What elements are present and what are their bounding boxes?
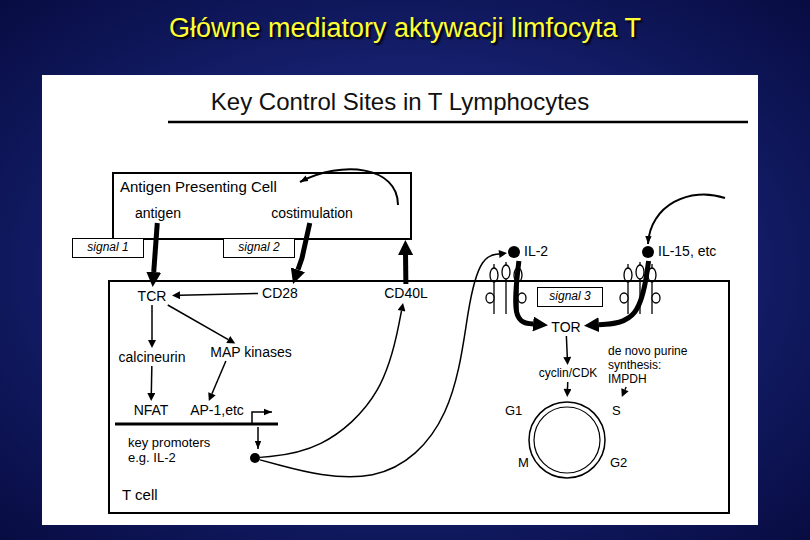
signal-arrow <box>180 294 258 296</box>
signal-arrow <box>516 261 533 324</box>
cytokine-dot <box>642 246 654 258</box>
receptor-label: CD40L <box>380 284 432 302</box>
pathway-label: de novo purine synthesis: IMPDH <box>606 345 700 387</box>
cycle-ring <box>534 407 600 473</box>
pathway-label: calcineurin <box>110 349 194 366</box>
il15-receptor <box>620 262 660 314</box>
node-text: Antigen Presenting Cell <box>120 178 277 195</box>
ligand-label: costimulation <box>262 203 362 223</box>
node-text: cyclin/CDK <box>539 367 598 381</box>
cell-box: Antigen Presenting Cell antigen costimulat… <box>112 172 412 240</box>
slide-title: Główne mediatory aktywacji limfocyta T <box>0 13 810 44</box>
node-text: IL-15, etc <box>658 243 716 259</box>
signal-box: signal 3 <box>537 287 603 307</box>
signal-arrow <box>151 305 153 340</box>
feedback-arrow <box>300 169 398 205</box>
pathway-label: TOR <box>548 318 584 336</box>
header-rule <box>168 121 748 124</box>
node-text: NFAT <box>134 402 169 418</box>
node-text: costimulation <box>271 205 353 221</box>
cytokine-dot <box>508 246 520 258</box>
signal-arrow <box>168 305 229 340</box>
phase-label: G2 <box>610 456 627 471</box>
node-text: calcineurin <box>119 349 186 365</box>
node-text: IL-2 <box>524 243 548 259</box>
ligand-label: antigen <box>126 203 190 223</box>
phase-label: G1 <box>505 404 522 419</box>
signal-arrow <box>260 311 402 458</box>
node-text: CD28 <box>262 285 298 301</box>
phase-label: M <box>518 456 529 471</box>
cell-cycle: G1 S M G2 <box>500 398 636 488</box>
node-text: signal 2 <box>238 241 279 255</box>
node-text: TCR <box>138 288 167 304</box>
signal-box: signal 1 <box>72 238 144 258</box>
signal-arrow <box>151 366 153 393</box>
signal-arrow <box>298 223 310 270</box>
node-text: antigen <box>135 205 181 221</box>
node-text: key promoters e.g. IL-2 <box>128 436 232 466</box>
node-text: TOR <box>551 319 580 335</box>
gene-product-dot <box>250 453 260 463</box>
promoter-arrow <box>252 412 272 424</box>
figure-panel <box>42 75 758 525</box>
dna-strand <box>115 423 278 426</box>
node-text: signal 3 <box>549 290 590 304</box>
cytokine-label: IL-15, etc <box>642 241 720 261</box>
cycle-ring <box>529 402 605 478</box>
node-text: MAP kinases <box>210 344 291 360</box>
receptor-label: CD28 <box>258 284 302 302</box>
promoter-label: key promoters e.g. IL-2 <box>128 436 260 472</box>
figure-header: Key Control Sites in T Lymphocytes <box>42 88 758 116</box>
cell-box: T cell TCR CD28 CD40L signal 3 TOR calcineurin… <box>108 280 730 514</box>
transcription-factor: AP-1,etc <box>185 402 249 419</box>
signal-arrow <box>599 261 649 325</box>
cytokine-arrow <box>648 194 725 244</box>
signal-arrow <box>567 382 569 389</box>
receptor-label: TCR <box>133 287 171 305</box>
signal-arrow <box>212 361 226 394</box>
node-text: signal 1 <box>87 241 128 255</box>
signal-arrow <box>154 223 158 272</box>
signal-arrow <box>566 336 568 357</box>
phase-label: S <box>612 404 621 419</box>
node-text: AP-1,etc <box>190 402 244 418</box>
node-text: CD40L <box>384 285 428 301</box>
signal-arrow <box>260 254 499 477</box>
signal-arrow <box>625 387 626 390</box>
transcription-factor: NFAT <box>130 402 172 419</box>
signal-box: signal 2 <box>223 238 295 258</box>
node-text: de novo purine synthesis: IMPDH <box>608 345 698 386</box>
pathway-label: MAP kinases <box>205 344 297 361</box>
cytokine-label: IL-2 <box>508 241 552 261</box>
transcription-arrow <box>257 427 259 449</box>
il2-receptor <box>486 262 526 314</box>
node-text: T cell <box>122 486 158 503</box>
pathway-label: cyclin/CDK <box>533 366 603 382</box>
